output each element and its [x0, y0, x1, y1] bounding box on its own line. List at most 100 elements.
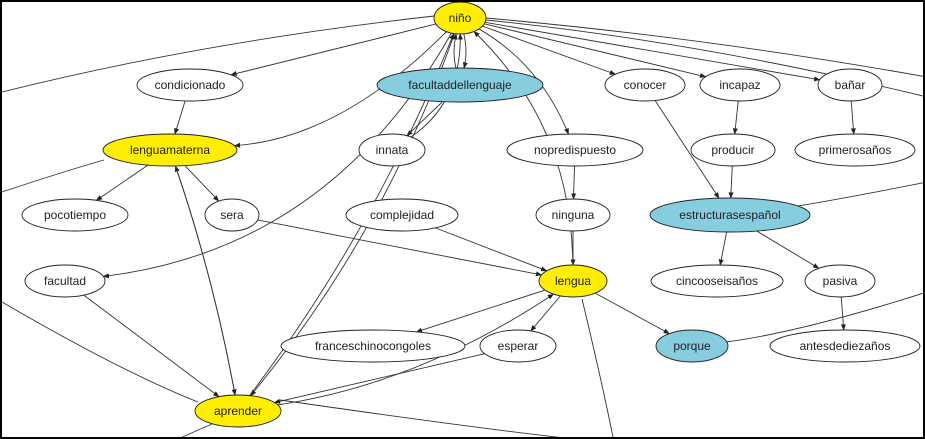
node-aprender[interactable]: aprender: [194, 394, 282, 428]
node-banar[interactable]: bañar: [817, 68, 883, 102]
node-sera[interactable]: sera: [204, 198, 260, 232]
edge-offscreen: [181, 423, 213, 437]
node-franceschinocongoles[interactable]: franceschinocongoles: [280, 329, 466, 363]
node-shape: [690, 133, 776, 167]
edge-offscreen: [791, 182, 923, 208]
node-label: conocer: [624, 78, 667, 92]
node-ninguna[interactable]: ninguna: [535, 198, 611, 232]
edge-producir-to-estructurasespanol: [728, 165, 734, 199]
node-pasiva[interactable]: pasiva: [804, 264, 876, 298]
edge-condicionado-to-lenguamaterna: [174, 100, 186, 135]
edge-banar-to-primerosanos: [850, 100, 856, 135]
node-shape: [649, 197, 811, 233]
node-label: ninguna: [552, 208, 595, 222]
node-facultad[interactable]: facultad: [24, 264, 106, 298]
node-label: complejidad: [370, 208, 434, 222]
edge-offscreen: [725, 292, 923, 343]
node-shape: [376, 67, 544, 103]
node-esperar[interactable]: esperar: [479, 329, 557, 363]
edge-nino-to-lenguamaterna: [233, 31, 447, 148]
node-lenguamaterna[interactable]: lenguamaterna: [102, 133, 238, 167]
node-label: franceschinocongoles: [315, 339, 431, 353]
node-label: incapaz: [719, 78, 760, 92]
node-label: porque: [673, 339, 711, 353]
node-lengua[interactable]: lengua: [538, 264, 608, 298]
node-shape: [24, 264, 106, 298]
node-label: facultad: [44, 274, 86, 288]
edge-offscreen: [581, 298, 614, 437]
edge-nino-to-conocer: [482, 25, 616, 75]
node-nopredispuesto[interactable]: nopredispuesto: [506, 133, 644, 167]
node-shape: [769, 329, 921, 363]
edge-nino-to-banar: [484, 21, 821, 82]
node-label: cincooseisaños: [676, 274, 758, 288]
edge-conocer-to-estructurasespanol: [654, 100, 720, 199]
node-incapaz[interactable]: incapaz: [699, 68, 781, 102]
node-shape: [535, 198, 611, 232]
edge-pasiva-to-antesdediezanos: [840, 296, 846, 331]
node-label: pocotiempo: [44, 208, 106, 222]
node-producir[interactable]: producir: [690, 133, 776, 167]
node-label: antesdediezaños: [800, 339, 891, 353]
node-condicionado[interactable]: condicionado: [136, 68, 244, 102]
edge-lengua-to-esperar: [530, 295, 561, 332]
node-label: producir: [711, 143, 754, 157]
node-complejidad[interactable]: complejidad: [345, 198, 459, 232]
edge-complejidad-to-lengua: [435, 227, 548, 272]
node-label: nopredispuesto: [534, 143, 616, 157]
edge-offscreen: [2, 301, 199, 403]
node-shape: [650, 264, 784, 298]
node-estructurasespanol[interactable]: estructurasespañol: [649, 197, 811, 233]
edge-esperar-to-aprender: [273, 353, 485, 404]
edge-nino-to-condicionado: [230, 23, 436, 76]
node-label: aprender: [214, 404, 262, 418]
node-shape: [604, 68, 686, 102]
edge-aprender-to-lengua: [277, 293, 554, 406]
node-label: esperar: [498, 339, 539, 353]
node-innata[interactable]: innata: [358, 133, 426, 167]
node-label: lenguamaterna: [130, 143, 210, 157]
node-shape: [794, 133, 916, 167]
node-conocer[interactable]: conocer: [604, 68, 686, 102]
edge-nino-to-nopredispuesto: [478, 28, 569, 135]
node-shape: [345, 198, 459, 232]
node-label: sera: [220, 208, 244, 222]
node-shape: [194, 394, 282, 428]
node-shape: [506, 133, 644, 167]
node-antesdediezanos[interactable]: antesdediezaños: [769, 329, 921, 363]
edge-offscreen: [2, 159, 105, 193]
node-shape: [102, 133, 238, 167]
edge-facultad-to-aprender: [83, 294, 220, 398]
node-shape: [804, 264, 876, 298]
node-label: estructurasespañol: [679, 208, 780, 222]
node-shape: [538, 264, 608, 298]
edge-facultaddellenguaje-to-nino: [452, 33, 458, 69]
edge-facultaddellenguaje-to-innata: [406, 101, 443, 137]
node-nino[interactable]: niño: [433, 2, 487, 35]
node-shape: [817, 68, 883, 102]
node-shape: [358, 133, 426, 167]
node-shape: [280, 329, 466, 363]
node-cincooseisanos[interactable]: cincooseisaños: [650, 264, 784, 298]
edge-estructurasespanol-to-cincooseisanos: [718, 231, 728, 266]
node-label: pasiva: [823, 274, 858, 288]
edge-lenguamaterna-to-pocotiempo: [95, 164, 149, 201]
node-porque[interactable]: porque: [655, 329, 729, 363]
edge-lenguamaterna-to-sera: [184, 165, 220, 202]
edge-lengua-to-porque: [594, 292, 670, 334]
node-primerosanos[interactable]: primerosaños: [794, 133, 916, 167]
node-shape: [699, 68, 781, 102]
node-shape: [136, 68, 244, 102]
node-label: facultaddellenguaje: [408, 78, 512, 92]
edge-offscreen: [2, 15, 435, 93]
node-facultaddellenguaje[interactable]: facultaddellenguaje: [376, 67, 544, 103]
node-pocotiempo[interactable]: pocotiempo: [21, 198, 129, 232]
node-label: innata: [376, 143, 409, 157]
edge-incapaz-to-producir: [732, 100, 739, 135]
node-label: lengua: [555, 274, 591, 288]
node-label: primerosaños: [819, 143, 892, 157]
edge-sera-to-lengua: [257, 219, 543, 277]
edge-offscreen: [279, 399, 561, 437]
